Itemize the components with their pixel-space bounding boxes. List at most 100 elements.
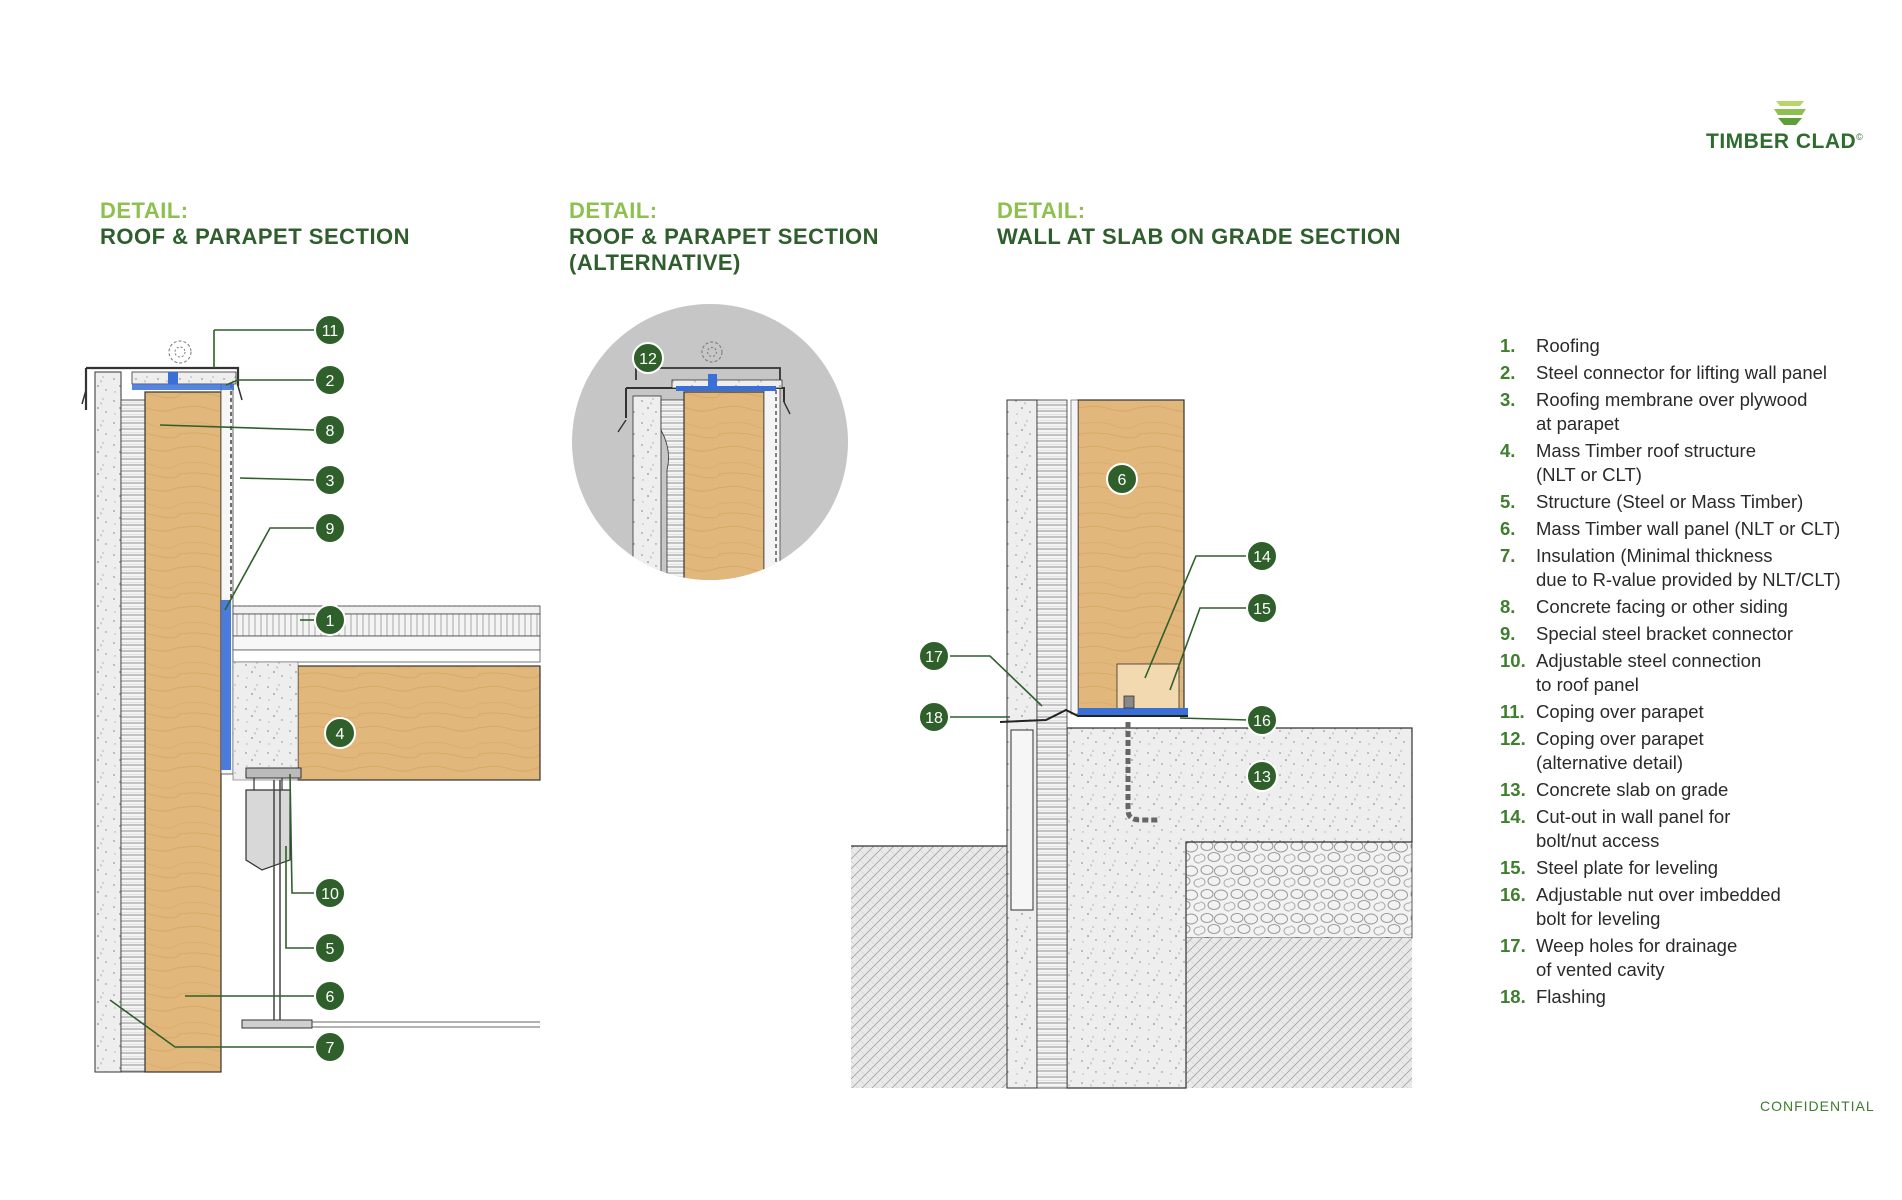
callout-badge xyxy=(1106,463,1138,495)
legend-item: 18. Flashing xyxy=(1500,985,1890,1009)
legend-item: 9.Special steel bracket connector xyxy=(1500,622,1890,646)
legend-number: 14. xyxy=(1500,806,1526,827)
legend-number: 3. xyxy=(1500,389,1516,410)
leveling-plate xyxy=(1078,708,1188,716)
legend-number: 18. xyxy=(1500,986,1526,1007)
legend-text: Concrete facing or other siding xyxy=(1536,596,1788,617)
callout-number: 13 xyxy=(1253,769,1271,786)
callout-number: 17 xyxy=(925,649,943,666)
callout-number: 6 xyxy=(1118,472,1127,489)
callout-number: 11 xyxy=(322,323,339,340)
legend-text: Roofing xyxy=(1536,335,1600,356)
gravel xyxy=(1185,841,1413,939)
legend-number: 6. xyxy=(1500,518,1516,539)
callout-badge xyxy=(324,717,356,749)
callout-number: 1 xyxy=(326,613,335,630)
legend-item: 6. Mass Timber wall panel (NLT or CLT) xyxy=(1500,517,1890,541)
detail-2-heading: DETAIL: ROOF & PARAPET SECTION (ALTERNAT… xyxy=(569,198,879,276)
callout-badge xyxy=(314,980,346,1012)
steel-bracket xyxy=(221,600,231,770)
detail-title: ROOF & PARAPET SECTION xyxy=(569,224,880,249)
legend-item: 1. Roofing xyxy=(1500,334,1890,358)
legend-number: 9. xyxy=(1500,623,1516,644)
adjustable-connection xyxy=(245,767,302,779)
legend-text: Steel connector for lifting wall panel xyxy=(1536,362,1828,383)
detail-1-drawing xyxy=(81,329,541,1073)
legend-text: Flashing xyxy=(1536,986,1606,1007)
callout-badge xyxy=(918,701,950,733)
legend-text: Structure (Steel or Mass Timber) xyxy=(1536,491,1804,512)
callout-badge xyxy=(314,932,346,964)
callout-badge xyxy=(1246,760,1278,792)
legend-number: 11. xyxy=(1500,701,1525,722)
callout-number: 15 xyxy=(1253,601,1271,618)
detail-2-drawing xyxy=(572,304,848,580)
legend-item: 5. Structure (Steel or Mass Timber) xyxy=(1500,490,1890,514)
flashing xyxy=(999,708,1188,723)
roofing xyxy=(232,605,541,615)
callout-number: 18 xyxy=(925,710,943,727)
callout-number: 7 xyxy=(326,1040,335,1057)
legend-item: 11. Coping over parapet xyxy=(1500,700,1890,724)
detail-title-line-2: (ALTERNATIVE) xyxy=(569,250,741,275)
legend-number: 10. xyxy=(1500,650,1526,671)
callout-number: 14 xyxy=(1253,549,1271,566)
legend-item: 13.Concrete slab on grade xyxy=(1500,778,1890,802)
brand-name: TIMBER CLAD© xyxy=(1706,130,1864,153)
steel-beam-flange xyxy=(241,1019,313,1029)
callout-badge xyxy=(632,342,664,374)
legend-text: Mass Timber roof structure(NLT or CLT) xyxy=(1536,440,1757,485)
callout-number: 10 xyxy=(321,886,339,903)
callout-number: 4 xyxy=(336,726,345,743)
legend-text: Coping over parapet(alternative detail) xyxy=(1536,728,1704,773)
legend-item: 15. Steel plate for leveling xyxy=(1500,856,1890,880)
legend-item: 2. Steel connector for lifting wall panel xyxy=(1500,361,1890,385)
lifting-connector xyxy=(168,372,178,384)
legend-number: 5. xyxy=(1500,491,1516,512)
detail-kicker: DETAIL: xyxy=(997,198,1086,223)
legend-list: 1. Roofing 2. Steel connector for lifting w… xyxy=(1500,334,1890,1012)
callout-number: 12 xyxy=(639,351,657,368)
legend-text: Steel plate for leveling xyxy=(1536,857,1719,878)
legend-number: 2. xyxy=(1500,362,1516,383)
callout-badge xyxy=(314,414,346,446)
leaf-logo-icon xyxy=(1774,101,1806,125)
callout-badge xyxy=(1246,704,1278,736)
callout-number: 16 xyxy=(1253,713,1271,730)
insulation-layer xyxy=(120,399,146,1073)
callout-badge xyxy=(314,604,346,636)
callout-badge xyxy=(1246,592,1278,624)
legend-text: Coping over parapet xyxy=(1536,701,1704,722)
legend-number: 1. xyxy=(1500,335,1516,356)
detail-kicker: DETAIL: xyxy=(569,198,658,223)
callout-badge xyxy=(314,512,346,544)
legend-item: 12.Coping over parapet(alternative detai… xyxy=(1500,727,1890,775)
callout-badge xyxy=(314,877,346,909)
legend-number: 15. xyxy=(1500,857,1526,878)
callout-number: 5 xyxy=(326,941,335,958)
confidential-label: CONFIDENTIAL xyxy=(1760,1098,1875,1114)
detail-title: ROOF & PARAPET SECTION xyxy=(100,224,411,249)
callout-badge xyxy=(314,1031,346,1063)
legend-text: Mass Timber wall panel (NLT or CLT) xyxy=(1536,518,1841,539)
soil xyxy=(851,846,1009,1088)
legend-item: 4.Mass Timber roof structure(NLT or CLT) xyxy=(1500,439,1890,487)
timber-wall-panel-slab xyxy=(1077,399,1185,715)
callout-number: 3 xyxy=(326,473,335,490)
detail-3-heading: DETAIL: WALL AT SLAB ON GRADE SECTION xyxy=(997,198,1401,250)
legend-number: 7. xyxy=(1500,545,1516,566)
callout-number: 2 xyxy=(326,373,335,390)
callout-badge xyxy=(314,364,346,396)
